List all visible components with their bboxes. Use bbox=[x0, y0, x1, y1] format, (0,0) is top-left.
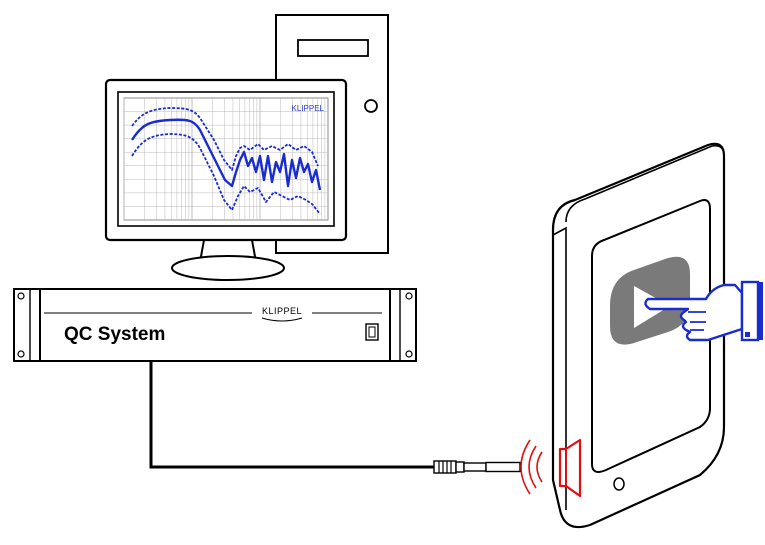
monitor-base bbox=[171, 255, 285, 281]
monitor: KLIPPEL bbox=[104, 78, 348, 281]
tablet-home-button bbox=[613, 477, 625, 491]
drive-bay bbox=[297, 39, 369, 57]
response-curve bbox=[131, 133, 321, 215]
response-curves bbox=[130, 107, 322, 215]
sound-waves bbox=[520, 439, 543, 495]
power-button bbox=[364, 99, 378, 113]
rack-brand-label: KLIPPEL bbox=[262, 306, 302, 316]
screen-brand-label: KLIPPEL bbox=[292, 104, 325, 113]
qc-system-rack: KLIPPEL QC System bbox=[13, 288, 417, 362]
cable bbox=[149, 361, 434, 469]
rack-ear-left bbox=[13, 288, 41, 362]
qc-system-label: QC System bbox=[64, 324, 165, 345]
speaker-icon bbox=[558, 438, 582, 498]
tablet-device bbox=[551, 142, 763, 529]
microphone-icon bbox=[433, 460, 521, 474]
hand-cuff bbox=[740, 280, 760, 342]
rack-ear-right bbox=[389, 288, 417, 362]
pointing-hand-icon bbox=[644, 280, 763, 342]
response-curve bbox=[130, 118, 322, 191]
response-curve bbox=[131, 107, 319, 171]
